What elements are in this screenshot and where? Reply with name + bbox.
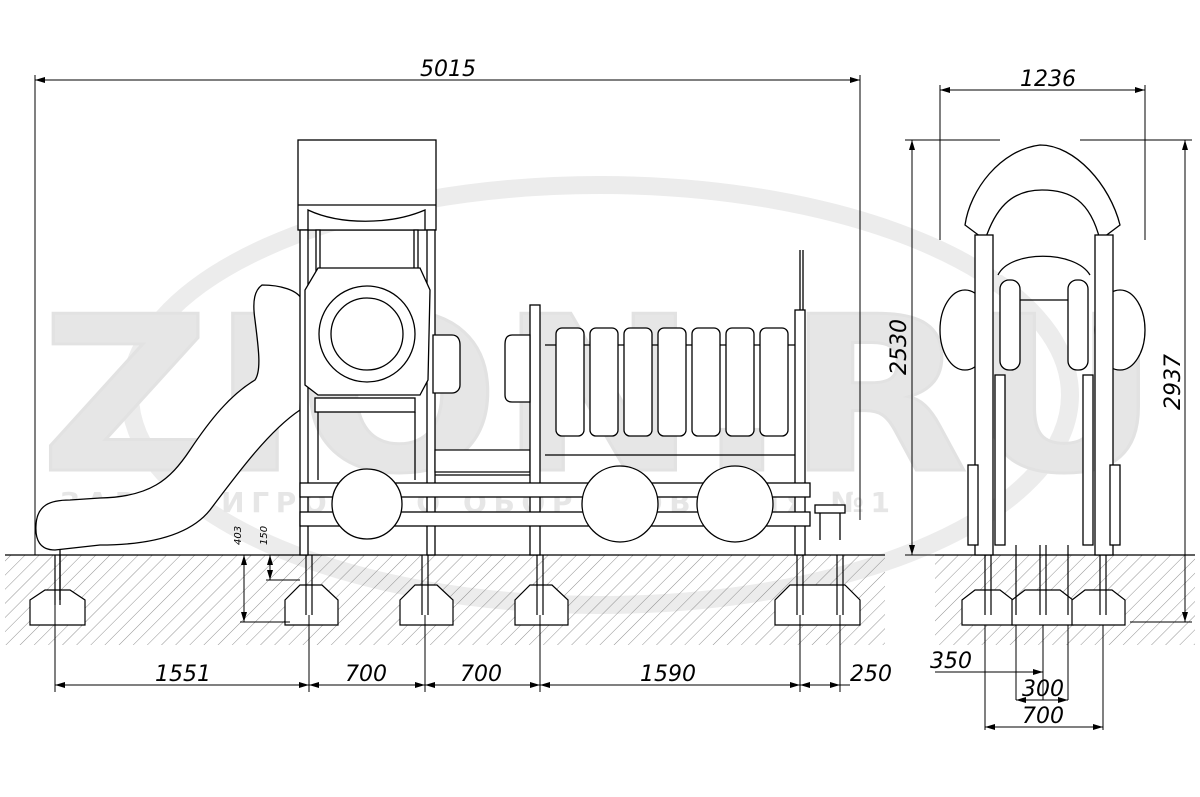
connector bbox=[434, 449, 531, 476]
dim-segment-5: 250 bbox=[850, 662, 892, 687]
wheel-2 bbox=[581, 465, 659, 543]
dim-side-footing-3: 700 bbox=[1022, 704, 1064, 729]
dimension-lines bbox=[34, 75, 1192, 730]
chassis bbox=[299, 465, 846, 543]
dim-segment-2: 700 bbox=[345, 662, 387, 687]
dim-segment-1: 1551 bbox=[155, 662, 211, 687]
dim-side-footing-1: 350 bbox=[930, 649, 972, 674]
wheel-3 bbox=[696, 465, 774, 543]
dim-segment-3: 700 bbox=[460, 662, 502, 687]
dim-front-total: 5015 bbox=[420, 57, 476, 82]
bars-group bbox=[555, 327, 789, 437]
dim-side-width: 1236 bbox=[1020, 67, 1076, 92]
footing-posts-side bbox=[984, 545, 1107, 615]
tower bbox=[297, 139, 461, 556]
side-view bbox=[939, 144, 1146, 556]
wheel-1 bbox=[331, 468, 403, 540]
dim-side-height-main: 2530 bbox=[887, 319, 912, 375]
slide bbox=[35, 284, 303, 600]
dim-foundation-top: 150 bbox=[259, 526, 270, 545]
dim-foundation-depth: 403 bbox=[233, 526, 244, 545]
dim-side-footing-2: 300 bbox=[1022, 677, 1064, 702]
fence-section bbox=[504, 250, 806, 556]
dim-side-height-total: 2937 bbox=[1161, 354, 1186, 410]
footings-side bbox=[961, 589, 1126, 626]
footings-front bbox=[29, 584, 861, 626]
arrowheads bbox=[35, 77, 1188, 730]
dim-segment-4: 1590 bbox=[640, 662, 696, 687]
